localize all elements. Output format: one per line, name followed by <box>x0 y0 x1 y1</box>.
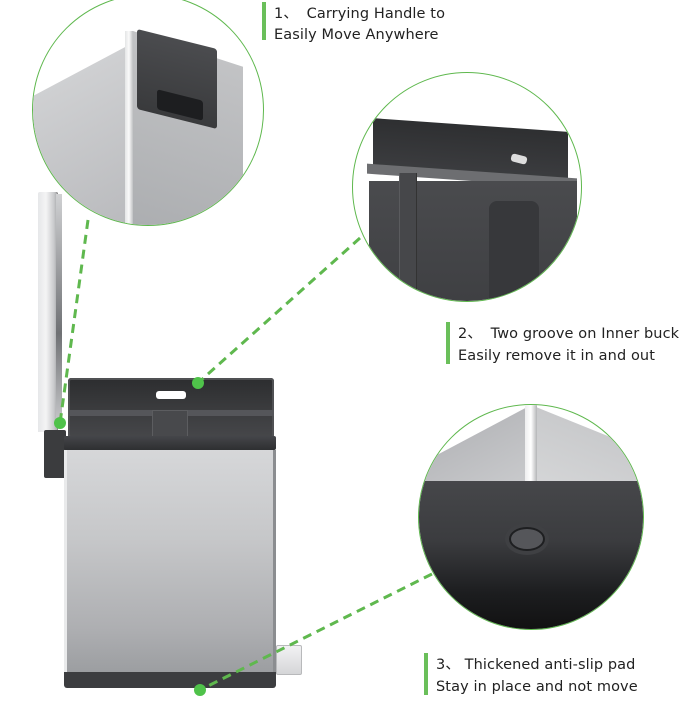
callout-number: 3、 <box>436 657 460 673</box>
callout-anti-slip-pad: 3、 Thickened anti-slip pad Stay in place… <box>424 651 638 697</box>
foot-pedal <box>276 645 302 675</box>
callout-bar <box>424 653 428 695</box>
bucket-side-groove <box>399 173 417 301</box>
steel-body <box>64 450 276 672</box>
pad-base <box>419 481 643 629</box>
callout-title: Carrying Handle to <box>306 6 446 22</box>
callout-subtitle: Easily remove it in and out <box>458 348 656 364</box>
callout-title: Thickened anti-slip pad <box>464 657 636 673</box>
callout-bar <box>262 2 266 40</box>
trash-can-product <box>36 190 302 700</box>
outer-rim <box>64 436 276 450</box>
callout-bar <box>446 322 450 364</box>
callout-inner-bucket: 2、 Two groove on Inner bucket Easily rem… <box>446 320 679 366</box>
steel-corner-left <box>33 45 129 225</box>
callout-title: Two groove on Inner bucket <box>490 326 679 342</box>
inner-bucket <box>68 378 274 440</box>
pad-foot-ring <box>509 527 545 551</box>
anti-slip-pad <box>64 672 276 688</box>
lid-edge <box>56 194 62 426</box>
callout-number: 2、 <box>458 326 482 342</box>
callout-subtitle: Easily Move Anywhere <box>274 27 439 43</box>
callout-number: 1、 <box>274 6 298 22</box>
hinge-block <box>44 430 66 478</box>
inner-bucket-detail <box>352 72 582 302</box>
bucket-front-recess <box>489 201 539 301</box>
anti-slip-pad-detail <box>418 404 644 630</box>
callout-subtitle: Stay in place and not move <box>436 679 638 695</box>
callout-carrying-handle: 1、 Carrying Handle to Easily Move Anywhe… <box>262 0 462 46</box>
carrying-handle-detail <box>32 0 264 226</box>
steel-edge-highlight <box>525 405 537 481</box>
bucket-handle-slot <box>156 391 186 399</box>
steel-corner-edge <box>125 31 133 225</box>
open-lid <box>38 192 58 432</box>
